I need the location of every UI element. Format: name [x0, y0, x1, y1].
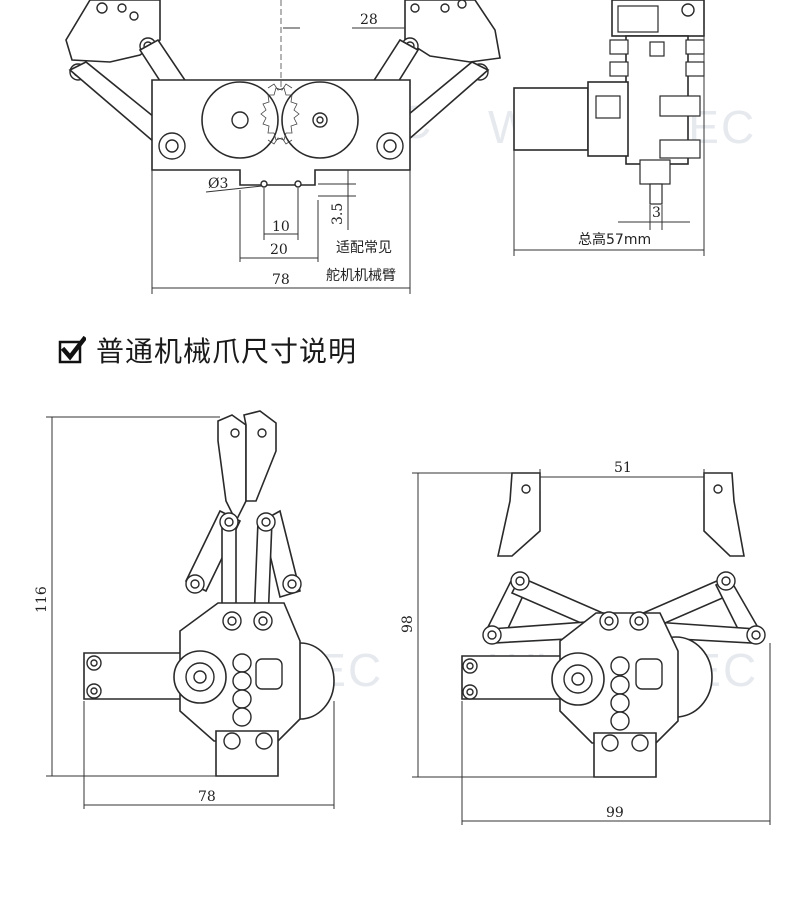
dim-51: 51: [539, 460, 705, 491]
dim-3-side: 3: [618, 205, 690, 230]
svg-text:20: 20: [270, 242, 288, 258]
note-line-1: 适配常见: [336, 240, 392, 256]
section-heading: 普通机械爪尺寸说明: [58, 330, 357, 370]
heading-title: 普通机械爪尺寸说明: [96, 335, 358, 368]
svg-text:51: 51: [614, 460, 632, 476]
dim-28: 28: [283, 12, 405, 29]
note-line-2: 舵机机械臂: [326, 268, 396, 284]
dim-98: 98: [400, 472, 594, 778]
top-dimension-drawings: WHEELTEC WHEELTEC: [65, 0, 754, 294]
dim-78-top: 78: [151, 170, 411, 294]
svg-text:总高57mm: 总高57mm: [578, 231, 651, 248]
svg-text:10: 10: [272, 219, 290, 235]
svg-text:99: 99: [606, 805, 624, 821]
dim-78-bottom: 78: [83, 701, 335, 809]
dim-10: 10: [263, 188, 299, 240]
dim-total-height: 总高57mm: [513, 30, 705, 256]
bottom-dimension-drawings: WHEELTEC WHEELTEC: [34, 410, 771, 825]
svg-text:28: 28: [360, 12, 378, 28]
svg-text:Ø3: Ø3: [208, 176, 228, 192]
svg-text:78: 78: [198, 789, 216, 805]
checkbox-checked-icon: [58, 336, 86, 364]
dim-116: 116: [34, 416, 220, 777]
svg-text:3: 3: [652, 205, 661, 221]
open-claw-drawing: [461, 472, 766, 778]
svg-text:78: 78: [272, 272, 290, 288]
svg-text:116: 116: [34, 586, 50, 613]
dim-20: 20: [239, 190, 319, 262]
dim-3-5: 3.5: [318, 170, 356, 230]
closed-claw-drawing: [83, 410, 335, 777]
svg-text:98: 98: [400, 615, 416, 633]
claw-front-view: [65, 0, 501, 188]
claw-side-view: [513, 0, 705, 205]
svg-text:3.5: 3.5: [330, 203, 346, 225]
dim-hole-diameter: Ø3: [205, 176, 263, 193]
dim-99: 99: [461, 643, 771, 825]
